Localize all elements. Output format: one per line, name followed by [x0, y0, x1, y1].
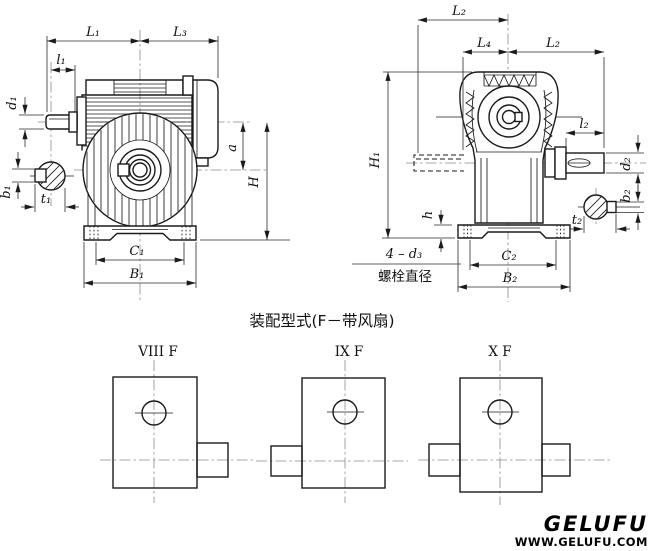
dim-label-H: H [247, 176, 262, 189]
dim-label-b1: b₁ [0, 185, 14, 199]
right-shaft-stub [196, 442, 229, 478]
left-view: L₁ L₃ l₁ d₁ b₁ t₁ a H [0, 25, 290, 303]
logo-brand-text: GELUFU [544, 512, 648, 536]
input-flange [76, 96, 87, 146]
dim-label-h: h [421, 211, 436, 219]
shaft-hole [487, 399, 513, 425]
dim-label-d2: d₂ [619, 157, 634, 171]
dim-label-C1: C₁ [129, 244, 144, 259]
dim-label-L2-top: L₂ [451, 4, 466, 19]
base-feet [457, 224, 571, 239]
left-side-hatch [465, 91, 475, 148]
dim-label-L2-right: L₂ [545, 36, 560, 51]
dim-label-t2: t₂ [572, 213, 582, 228]
dim-label-L4: L₄ [476, 36, 491, 51]
left-view-dimensions: L₁ L₃ l₁ d₁ b₁ t₁ a H [0, 25, 290, 288]
figure-X-F: X F [418, 344, 610, 505]
dim-label-L3: L₃ [172, 25, 187, 40]
hidden-shaft-extension [413, 154, 464, 172]
worm-keyway [514, 111, 523, 123]
right-view-dimensions: L₂ L₄ L₂ H₁ l₂ d₂ b₂ [352, 4, 644, 292]
dim-label-a: a [225, 144, 240, 152]
dim-label-B2: B₂ [502, 271, 518, 286]
dim-label-l1: l₁ [56, 53, 65, 68]
right-view: L₂ L₄ L₂ H₁ l₂ d₂ b₂ [352, 4, 646, 302]
base-feet [83, 225, 197, 241]
shaft-hole [141, 400, 167, 426]
dim-label-b2: b₂ [619, 189, 634, 203]
left-shaft-stub [428, 443, 461, 477]
dim-label-H1: H₁ [368, 152, 383, 170]
bolt-note-line1: 4 – d₃ [385, 247, 423, 262]
left-shaft-stub [270, 445, 303, 477]
dim-label-l2: l₂ [579, 117, 588, 132]
input-shaft [45, 111, 78, 133]
dim-label-d1: d₁ [5, 96, 20, 110]
right-shaft-stub [541, 443, 571, 477]
dim-label-t1: t₁ [41, 192, 51, 207]
dim-label-L1: L₁ [85, 25, 100, 40]
cap-step [182, 75, 194, 96]
shaft-keyway [117, 163, 130, 177]
ribbed-disc [82, 112, 198, 228]
output-shaft [544, 146, 605, 180]
logo-website-text: WWW.GELUFU.COM [515, 535, 648, 549]
logo: GELUFU WWW.GELUFU.COM [515, 512, 648, 549]
top-cap [85, 79, 184, 96]
side-housing [459, 71, 559, 224]
assembly-type-caption: 装配型式(F－带风扇) [249, 312, 394, 330]
shaft-hole [332, 399, 358, 425]
key [34, 168, 47, 183]
dim-label-B1: B₁ [129, 267, 145, 282]
dim-label-C2: C₂ [501, 249, 516, 264]
figure-label: X F [488, 344, 511, 360]
key [606, 200, 617, 214]
fan-cover [192, 79, 219, 167]
figure-label: VIII F [137, 344, 177, 360]
figure-VIII-F: VIII F [100, 344, 253, 503]
foot-bolt-holes [89, 226, 191, 240]
assembly-figures: VIII F IX F X F [100, 344, 610, 505]
figure-label: IX F [335, 344, 364, 360]
figure-IX-F: IX F [256, 344, 408, 503]
right-side-hatch [543, 91, 553, 148]
output-key-section [578, 188, 640, 226]
bolt-note-line2: 螺栓直径 [378, 269, 432, 285]
